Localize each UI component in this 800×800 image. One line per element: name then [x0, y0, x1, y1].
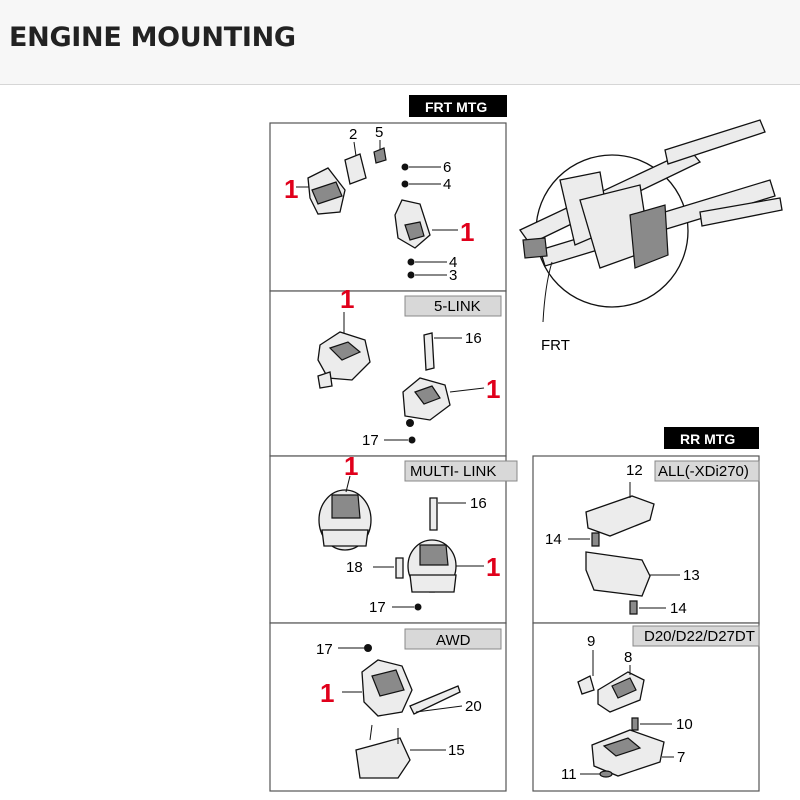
part-number: 11 — [561, 766, 577, 783]
bolt-icon — [629, 600, 638, 615]
part-number: 20 — [465, 698, 482, 715]
rr-mtg-label: RR MTG — [680, 431, 735, 447]
panel-front-top — [269, 122, 507, 292]
part-number: 2 — [349, 126, 357, 143]
callout-1: 1 — [284, 174, 298, 204]
tag-d20-text: D20/D22/D27DT — [644, 628, 755, 645]
rr-mtg-bar — [664, 427, 759, 449]
part-number: 5 — [375, 124, 383, 141]
bracket-part-icon — [355, 737, 411, 779]
tag-5-link — [404, 295, 502, 317]
panel-5-link-parts: 1 1 16 17 — [317, 284, 500, 449]
bolt-icon — [591, 532, 600, 547]
tag-all-xdi270 — [654, 460, 760, 482]
part-number: 18 — [346, 559, 363, 576]
tag-multi-link-text: MULTI- LINK — [410, 463, 496, 480]
panel-multi-link-parts: 1 1 16 18 17 — [318, 451, 500, 616]
part-number: 3 — [449, 267, 457, 284]
bracket-part-icon — [591, 729, 665, 777]
bolt-icon — [395, 557, 404, 579]
page-title: ENGINE MOUNTING — [9, 22, 296, 53]
part-number: 16 — [465, 330, 482, 347]
part-number: 4 — [443, 176, 451, 193]
link-rod-icon — [409, 685, 461, 715]
bolt-icon — [373, 147, 387, 164]
part-number: 17 — [362, 432, 379, 449]
bolt-icon — [429, 497, 438, 531]
tag-multi-link — [404, 460, 518, 482]
part-number: 16 — [470, 495, 487, 512]
part-number: 9 — [587, 633, 595, 650]
part-number: 17 — [369, 599, 386, 616]
tag-awd — [404, 628, 502, 650]
bolt-icon — [423, 332, 435, 371]
washer-icon — [599, 770, 613, 778]
panel-front-top-parts: 1 1 2 5 6 4 4 3 — [284, 124, 474, 284]
tag-awd-text: AWD — [436, 632, 471, 649]
part-number: 4 — [449, 254, 457, 271]
part-number: 14 — [670, 600, 687, 617]
tag-5-link-text: 5-LINK — [434, 298, 481, 315]
bracket-part-icon — [585, 551, 651, 597]
part-number: 13 — [683, 567, 700, 584]
callout-1: 1 — [340, 284, 354, 314]
part-number: 7 — [677, 749, 685, 766]
panel-awd-parts: 1 17 20 15 — [316, 641, 482, 779]
part-number: 8 — [624, 649, 632, 666]
panel-rear-d20-parts: 9 8 10 7 11 — [561, 633, 693, 783]
page-header: ENGINE MOUNTING — [0, 0, 800, 85]
part-number: 12 — [626, 462, 643, 479]
part-number: 14 — [545, 531, 562, 548]
part-number: 17 — [316, 641, 333, 658]
frt-mtg-bar — [409, 95, 507, 117]
callout-1: 1 — [486, 374, 500, 404]
panel-rear-all-parts: 12 14 13 14 — [545, 462, 700, 617]
callout-1: 1 — [460, 217, 474, 247]
frt-mtg-label: FRT MTG — [425, 99, 487, 115]
callout-1: 1 — [344, 451, 358, 481]
tag-all-xdi270-text: ALL(-XDi270) — [658, 463, 749, 480]
parts-diagram-svg: FRT MTG RR MTG 5-LINK MULTI- LINK AWD AL… — [269, 95, 783, 792]
panel-5-link — [269, 290, 507, 457]
part-number: 6 — [443, 159, 451, 176]
bolt-icon — [631, 717, 639, 731]
bracket-part-icon — [585, 495, 655, 537]
chassis-illustration: FRT — [519, 119, 783, 354]
callout-1: 1 — [486, 552, 500, 582]
frt-label: FRT — [541, 337, 570, 354]
part-number: 15 — [448, 742, 465, 759]
bolt-icon — [577, 675, 595, 695]
part-number: 10 — [676, 716, 693, 733]
callout-1: 1 — [320, 678, 334, 708]
engine-mounting-diagram: FRT MTG RR MTG 5-LINK MULTI- LINK AWD AL… — [0, 85, 800, 800]
panel-multi-link — [269, 455, 507, 624]
bracket-part-icon — [344, 153, 367, 185]
tag-d20-d22-d27dt — [632, 625, 760, 647]
